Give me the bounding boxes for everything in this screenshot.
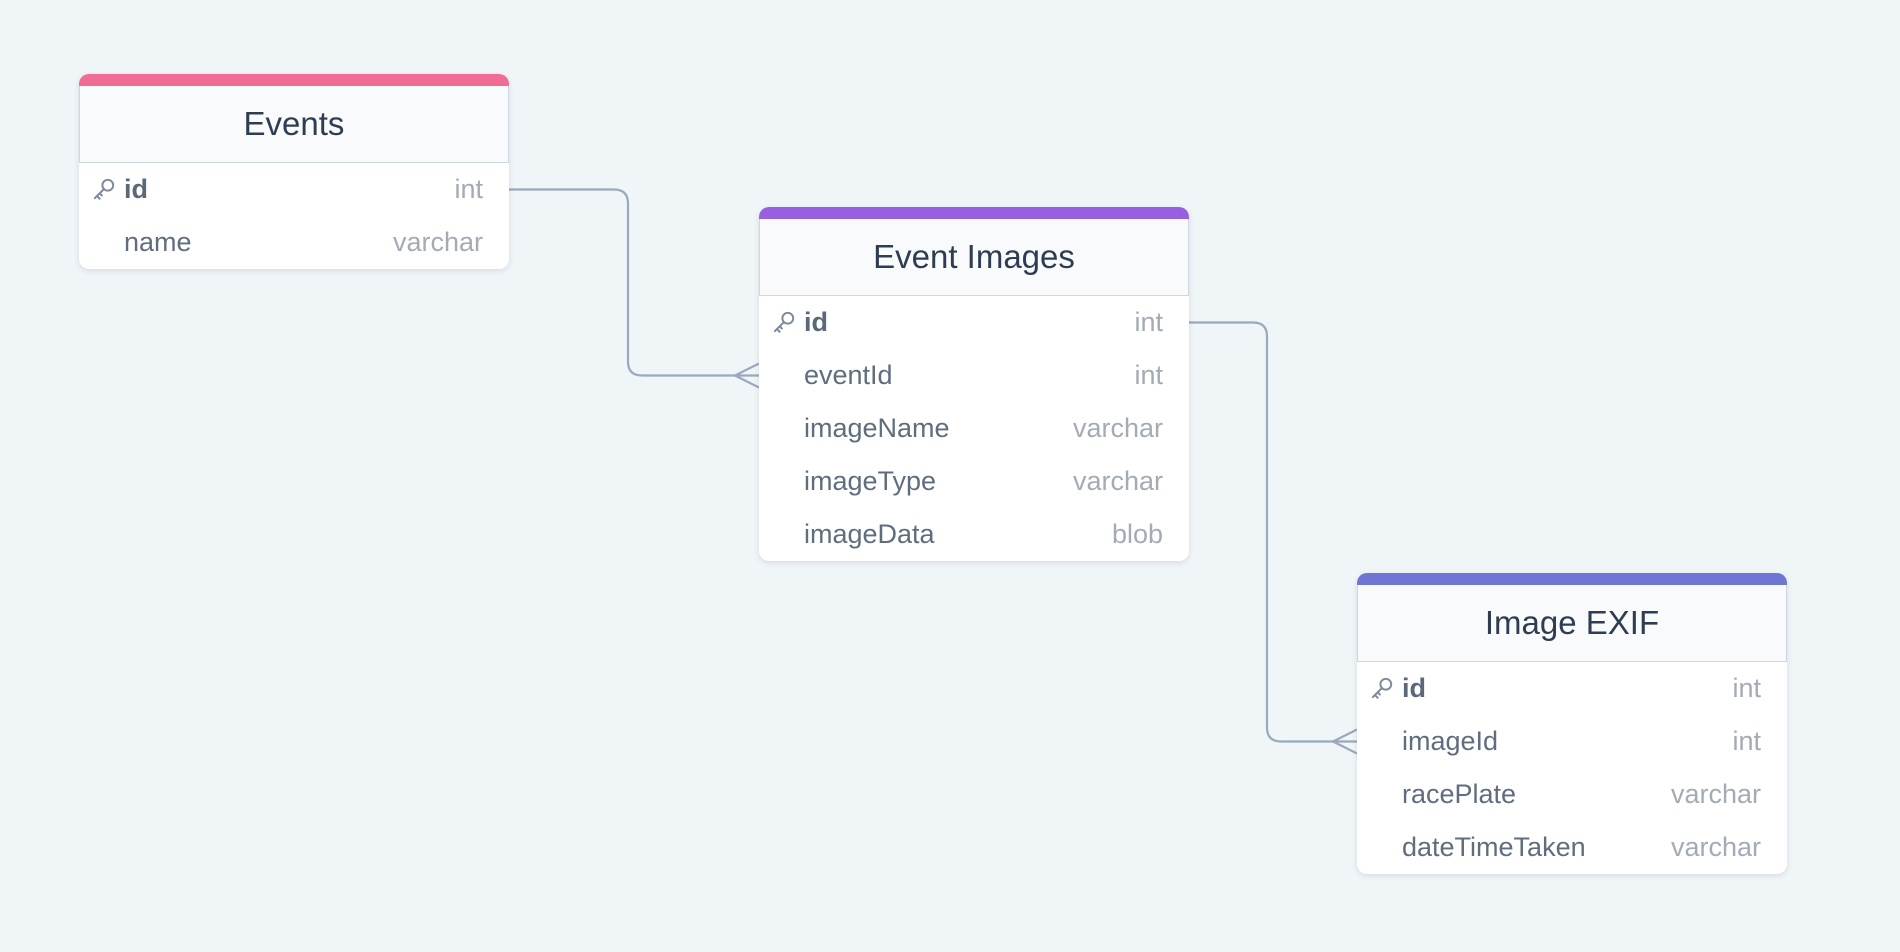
field-row-imagename[interactable]: imageName varchar — [759, 402, 1189, 455]
field-type: varchar — [1072, 413, 1163, 443]
crows-foot-marker — [734, 362, 760, 389]
relationship-line[interactable] — [509, 188, 759, 377]
table-title[interactable]: Events — [79, 86, 509, 163]
field-name: id — [124, 174, 148, 204]
field-name: name — [124, 227, 192, 257]
table-title[interactable]: Image EXIF — [1357, 585, 1787, 662]
table-accent-bar — [1357, 573, 1787, 585]
field-row-imagedata[interactable]: imageData blob — [759, 508, 1189, 561]
field-name: eventId — [804, 360, 893, 390]
field-type: int — [1732, 726, 1761, 756]
field-row-imageid[interactable]: imageId int — [1357, 715, 1787, 768]
field-type: int — [1732, 673, 1761, 703]
field-row-name[interactable]: name varchar — [79, 216, 509, 269]
field-name: imageType — [804, 466, 937, 496]
key-icon — [771, 309, 797, 335]
field-type: int — [454, 174, 483, 204]
table-image-exif[interactable]: Image EXIF id int imageId int racePlate varcha… — [1357, 573, 1787, 874]
field-row-eventid[interactable]: eventId int — [759, 349, 1189, 402]
field-name: id — [1402, 673, 1426, 703]
table-events[interactable]: Events id int name varchar — [79, 74, 509, 269]
key-icon — [1369, 675, 1395, 701]
field-type: int — [1134, 307, 1163, 337]
table-accent-bar — [79, 74, 509, 86]
table-accent-bar — [759, 207, 1189, 219]
table-title[interactable]: Event Images — [759, 219, 1189, 296]
field-type: int — [1134, 360, 1163, 390]
field-type: varchar — [1072, 466, 1163, 496]
field-name: dateTimeTaken — [1402, 832, 1586, 862]
field-row-raceplate[interactable]: racePlate varchar — [1357, 768, 1787, 821]
field-type: varchar — [392, 227, 483, 257]
table-event-images[interactable]: Event Images id int eventId int imageName varc… — [759, 207, 1189, 561]
crows-foot-marker — [1332, 728, 1358, 755]
field-type: blob — [1111, 519, 1163, 549]
key-icon — [91, 176, 117, 202]
field-row-id[interactable]: id int — [1357, 662, 1787, 715]
field-row-datetimetaken[interactable]: dateTimeTaken varchar — [1357, 821, 1787, 874]
field-name: imageId — [1402, 726, 1499, 756]
field-name: racePlate — [1402, 779, 1517, 809]
relationship-line[interactable] — [1189, 321, 1357, 743]
field-name: id — [804, 307, 828, 337]
field-row-id[interactable]: id int — [79, 163, 509, 216]
field-row-id[interactable]: id int — [759, 296, 1189, 349]
field-name: imageData — [804, 519, 935, 549]
field-row-imagetype[interactable]: imageType varchar — [759, 455, 1189, 508]
field-type: varchar — [1670, 832, 1761, 862]
field-type: varchar — [1670, 779, 1761, 809]
field-name: imageName — [804, 413, 950, 443]
